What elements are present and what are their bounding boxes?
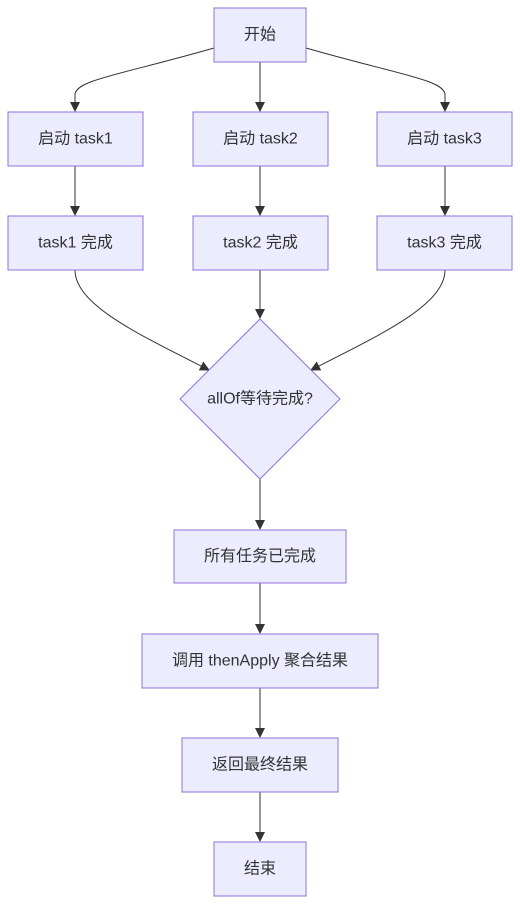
node-launch-task1-label: 启动 task1 [38, 130, 113, 148]
node-end-label: 结束 [244, 860, 276, 878]
node-task2-done-label: task2 完成 [223, 234, 298, 252]
node-task1-done: task1 完成 [7, 215, 144, 271]
node-allof-decision: allOf等待完成? [179, 318, 341, 480]
node-launch-task3-label: 启动 task3 [407, 130, 482, 148]
node-then-apply: 调用 thenApply 聚合结果 [141, 633, 379, 689]
node-launch-task1: 启动 task1 [7, 111, 144, 167]
node-then-apply-label: 调用 thenApply 聚合结果 [172, 652, 348, 670]
edges [70, 47, 450, 842]
edge-start-launch-task1 [70, 47, 215, 112]
edge-task3-done-allof [310, 269, 446, 371]
node-return-result-label: 返回最终结果 [212, 756, 308, 774]
edge-start-launch-task3 [305, 47, 450, 112]
node-start-label: 开始 [244, 26, 276, 44]
node-launch-task2: 启动 task2 [192, 111, 329, 167]
node-task1-done-label: task1 完成 [38, 234, 113, 252]
node-start: 开始 [213, 7, 307, 63]
node-launch-task2-label: 启动 task2 [223, 130, 298, 148]
node-all-done: 所有任务已完成 [173, 529, 347, 584]
node-task3-done-label: task3 完成 [407, 234, 482, 252]
node-allof-decision-label: allOf等待完成? [207, 390, 313, 408]
node-all-done-label: 所有任务已完成 [204, 547, 316, 565]
node-end: 结束 [213, 841, 307, 897]
node-task2-done: task2 完成 [192, 215, 329, 271]
node-return-result: 返回最终结果 [181, 737, 339, 793]
edge-task1-done-allof [74, 269, 210, 371]
node-launch-task3: 启动 task3 [376, 111, 513, 167]
node-task3-done: task3 完成 [376, 215, 513, 271]
